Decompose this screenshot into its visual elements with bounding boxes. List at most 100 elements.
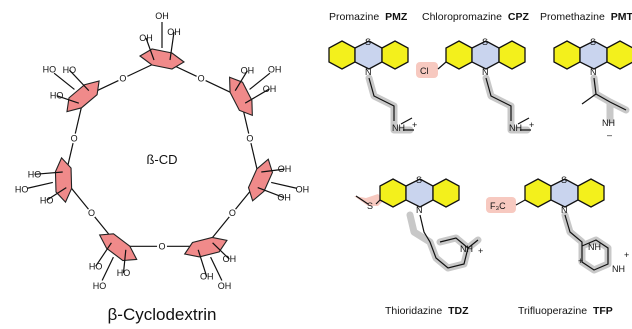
charge-plus: + xyxy=(578,256,583,266)
benzene-ring-left xyxy=(553,40,581,70)
sulfur-atom: S xyxy=(561,175,567,185)
glucose-unit xyxy=(66,80,100,113)
molecule-name: Trifluoperazine xyxy=(518,305,587,317)
bridge-oxygen: O xyxy=(158,241,165,251)
bridge-oxygen-bg xyxy=(117,73,128,84)
protonated-amine: NH xyxy=(392,123,405,133)
side-chain-bonds xyxy=(515,199,609,271)
hydroxyl-group: HO xyxy=(28,169,42,179)
sulfur-atom-methylthio: S xyxy=(367,201,373,211)
hydroxyl-group: HO xyxy=(89,261,103,271)
bridge-oxygen: O xyxy=(246,133,253,143)
primary-hydroxyl-bond xyxy=(101,256,114,281)
protonated-amine: NH xyxy=(509,123,522,133)
beta-cyclodextrin-caption: β-Cyclodextrin xyxy=(108,305,217,324)
sulfur-atom: S xyxy=(365,37,371,47)
bridge-oxygen-bg xyxy=(86,208,97,219)
benzene-ring-left xyxy=(445,40,473,70)
glucose-unit xyxy=(54,156,73,204)
primary-hydroxyl-group: OH xyxy=(155,11,169,21)
primary-hydroxyl-group: HO xyxy=(15,185,29,195)
primary-hydroxyl-group: HO xyxy=(43,64,57,74)
nitrogen-atom: N xyxy=(416,205,423,215)
side-chain-bonds xyxy=(355,195,479,269)
sulfur-atom: S xyxy=(416,175,422,185)
glucose-unit xyxy=(98,233,138,262)
hydroxyl-group: OH xyxy=(277,193,291,203)
bridge-oxygen-bg xyxy=(227,208,238,219)
bridge-oxygen: O xyxy=(198,73,205,83)
primary-hydroxyl-group: HO xyxy=(93,281,107,291)
bridge-oxygen-bg xyxy=(69,133,80,144)
hydroxyl-bond xyxy=(212,242,230,260)
hydroxyl-group: OH xyxy=(139,33,153,43)
hydroxyl-bond xyxy=(234,70,248,91)
primary-hydroxyl-bond xyxy=(271,181,297,189)
nitrogen-atom: N xyxy=(365,67,372,77)
primary-hydroxyl-group: OH xyxy=(218,281,232,291)
side-chain-bonds xyxy=(368,77,414,131)
primary-hydroxyl-bond xyxy=(210,256,223,281)
protonated-amine-upper: NH xyxy=(588,242,601,252)
hydroxyl-bond xyxy=(46,187,67,201)
hydroxyl-group: HO xyxy=(40,195,54,205)
benzene-ring-right xyxy=(381,40,409,70)
benzene-ring-right xyxy=(498,40,526,70)
benzene-ring-right xyxy=(577,178,605,208)
trifluoromethyl-group: F₃C xyxy=(490,201,506,211)
bridge-oxygen-bg xyxy=(157,241,167,252)
primary-hydroxyl-bond xyxy=(53,72,75,90)
structure-thioridazine: S S N NH + xyxy=(354,175,483,272)
hydroxyl-bond xyxy=(145,37,155,61)
title-promethazine: Promethazine PMT xyxy=(540,11,632,23)
hydroxyl-bond xyxy=(257,187,285,199)
bridge-oxygen: O xyxy=(88,208,95,218)
benzene-ring-left xyxy=(524,178,552,208)
charge-plus: + xyxy=(529,120,534,130)
molecule-name: Promethazine xyxy=(540,11,605,23)
molecule-abbr: TFP xyxy=(593,305,613,317)
primary-hydroxyl-group: OH xyxy=(296,185,310,195)
hydroxyl-group: HO xyxy=(63,65,77,75)
trifluoromethyl-highlight xyxy=(486,197,516,213)
hydroxyl-bond xyxy=(68,69,90,92)
molecule-abbr: PMZ xyxy=(385,11,408,23)
chloro-highlight xyxy=(416,62,438,78)
structure-promethazine: S N NH – xyxy=(553,37,632,140)
benzene-ring-right xyxy=(606,40,632,70)
side-chain-bonds xyxy=(437,61,531,131)
protonated-amine: NH xyxy=(602,118,615,128)
glucose-unit xyxy=(139,48,185,70)
molecule-name: Thioridazine xyxy=(385,305,442,317)
bridge-oxygen: O xyxy=(119,73,126,83)
molecule-name: Chloropromazine xyxy=(422,11,502,23)
molecule-abbr: PMT xyxy=(611,11,632,23)
hydroxyl-bond xyxy=(122,249,127,274)
bridge-oxygen: O xyxy=(71,133,78,143)
glucose-unit xyxy=(247,158,274,202)
structure-trifluoperazine: F₃C S N NH NH + + xyxy=(486,175,629,274)
hydroxyl-bond xyxy=(261,168,285,173)
structure-promazine: S N NH + xyxy=(328,37,417,134)
title-thioridazine: Thioridazine TDZ xyxy=(385,305,469,317)
molecule-name: Promazine xyxy=(329,11,379,23)
hydroxyl-group: OH xyxy=(241,66,255,76)
hydroxyl-group: OH xyxy=(200,272,214,282)
hydroxyl-bond xyxy=(244,88,270,104)
hydroxyl-bond xyxy=(95,242,112,267)
benzene-ring-left xyxy=(379,178,407,208)
chlorine-atom: Cl xyxy=(420,66,429,76)
benzene-ring-left xyxy=(328,40,356,70)
hydroxyl-bond xyxy=(34,171,63,175)
charge-plus: + xyxy=(478,246,483,256)
primary-hydroxyl-bond xyxy=(27,181,53,189)
side-chain-halo xyxy=(590,74,630,124)
hydroxyl-group: OH xyxy=(278,164,292,174)
charge-plus: + xyxy=(412,120,417,130)
bridge-oxygen: O xyxy=(229,208,236,218)
molecule-abbr: CPZ xyxy=(508,11,530,23)
side-chain-bonds xyxy=(581,77,627,111)
hydroxyl-bond xyxy=(169,31,175,61)
